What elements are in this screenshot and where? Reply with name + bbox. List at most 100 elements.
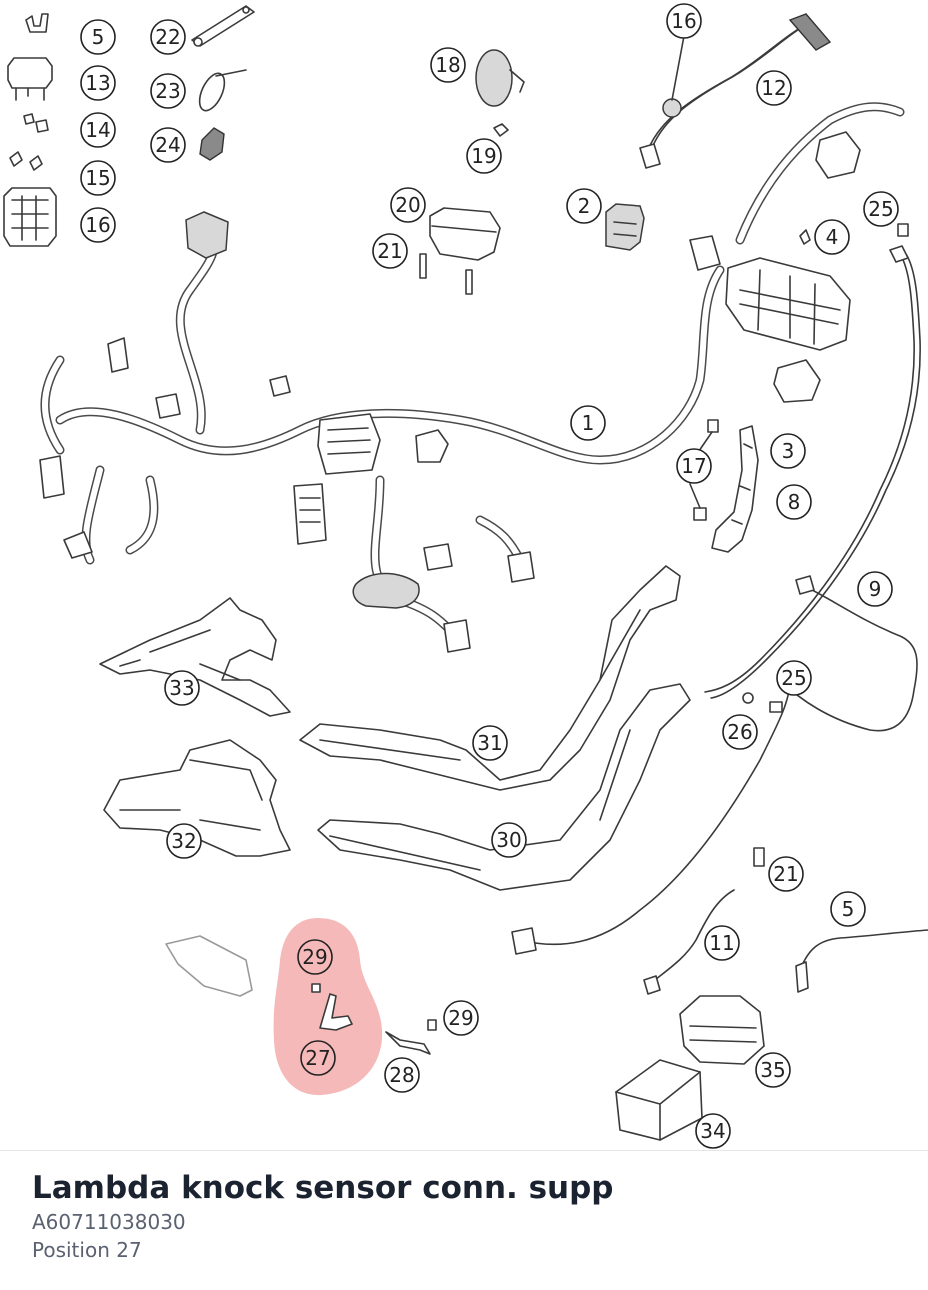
nut-part-19	[493, 123, 509, 137]
cable-guide-part-31	[299, 565, 681, 791]
svg-text:1: 1	[582, 411, 595, 435]
callout-22: 22	[150, 19, 186, 55]
callout-6: 5	[80, 19, 116, 55]
part-title: Lambda knock sensor conn. supp	[32, 1170, 614, 1206]
clip-part-6	[25, 13, 49, 33]
divider	[0, 1150, 928, 1151]
svg-text:12: 12	[761, 76, 786, 100]
screw-part-21-lower	[753, 847, 765, 867]
cable-part-11	[643, 889, 735, 995]
callout-12: 13	[80, 65, 116, 101]
battery-tray-part-32	[103, 739, 291, 857]
svg-text:16: 16	[85, 213, 110, 237]
svg-text:20: 20	[395, 193, 420, 217]
svg-text:8: 8	[788, 490, 801, 514]
callout-24: 24	[150, 127, 186, 163]
callout-3: 3	[770, 433, 806, 469]
callout-27-highlighted[interactable]: 27	[300, 1040, 336, 1076]
fuse-part-14	[9, 151, 43, 171]
holder-part-28	[385, 1031, 431, 1055]
bracket-part-22	[191, 5, 255, 47]
part-position: Position 27	[32, 1238, 142, 1262]
svg-text:19: 19	[471, 144, 496, 168]
clip-part-24	[199, 127, 225, 161]
svg-text:30: 30	[496, 828, 521, 852]
grommet-part-13	[23, 113, 49, 133]
callout-18: 18	[430, 47, 466, 83]
svg-text:5: 5	[842, 897, 855, 921]
screw-part-29-a	[311, 983, 321, 993]
callout-28: 28	[384, 1057, 420, 1093]
callout-30: 30	[491, 822, 527, 858]
ecu-part-34	[615, 1059, 703, 1141]
callout-5: 5	[830, 891, 866, 927]
callout-10: 12	[756, 70, 792, 106]
svg-text:26: 26	[727, 720, 752, 744]
svg-text:21: 21	[377, 239, 402, 263]
svg-text:4: 4	[826, 225, 839, 249]
fuse-box-right	[689, 235, 851, 403]
callout-23: 23	[150, 73, 186, 109]
connector-holder-lower-left	[165, 935, 253, 997]
callout-25-top: 25	[863, 191, 899, 227]
svg-text:25: 25	[868, 197, 893, 221]
callout-29: 29	[443, 1000, 479, 1036]
svg-text:29: 29	[448, 1006, 473, 1030]
svg-text:22: 22	[155, 25, 180, 49]
bracket-part-3-8	[711, 425, 759, 553]
cover-part-12	[7, 57, 53, 101]
cable-part-5	[795, 929, 928, 993]
cable-long-lower	[511, 679, 791, 955]
callout-20: 20	[390, 187, 426, 223]
svg-text:23: 23	[155, 79, 180, 103]
svg-text:14: 14	[85, 118, 110, 142]
callout-4: 4	[814, 219, 850, 255]
screw-part-17	[689, 419, 719, 521]
callout-34: 34	[695, 1113, 731, 1149]
svg-text:17: 17	[681, 454, 706, 478]
callout-13: 14	[80, 112, 116, 148]
callout-32: 32	[166, 823, 202, 859]
callout-29-highlighted: 29	[297, 939, 333, 975]
clip-part-4	[799, 229, 811, 245]
callout-26: 26	[722, 714, 758, 750]
callout-11: 11	[704, 925, 740, 961]
svg-text:29: 29	[302, 945, 327, 969]
relay-box-part-15	[3, 187, 57, 247]
part-number: A60711038030	[32, 1210, 186, 1234]
callout-15: 16	[80, 207, 116, 243]
svg-text:33: 33	[169, 676, 194, 700]
svg-text:25: 25	[781, 666, 806, 690]
screw-part-21	[419, 253, 473, 295]
svg-text:34: 34	[700, 1119, 725, 1143]
callout-25-mid: 25	[776, 660, 812, 696]
svg-text:3: 3	[782, 439, 795, 463]
main-wiring-harness-part-1	[39, 211, 725, 653]
svg-text:28: 28	[389, 1063, 414, 1087]
callout-21-lower: 21	[768, 856, 804, 892]
callout-16: 16	[666, 3, 702, 39]
svg-text:35: 35	[760, 1058, 785, 1082]
callout-31: 31	[472, 725, 508, 761]
callout-33: 33	[164, 670, 200, 706]
svg-text:31: 31	[477, 731, 502, 755]
callout-35: 35	[755, 1052, 791, 1088]
callout-2: 2	[566, 188, 602, 224]
exploded-parts-diagram: 5 13 14 15 16 22 23 24 18 19 16 12 20 21…	[3, 3, 928, 1149]
svg-text:21: 21	[773, 862, 798, 886]
svg-text:16: 16	[671, 9, 696, 33]
bracket-part-33	[99, 597, 291, 717]
callout-9: 9	[857, 571, 893, 607]
cable-guide-part-30	[317, 683, 691, 891]
connector-part-35	[679, 995, 765, 1065]
leader-16	[671, 35, 685, 101]
cable-part-right	[704, 102, 921, 699]
svg-text:5: 5	[92, 25, 105, 49]
svg-text:11: 11	[709, 931, 734, 955]
washer-part-26	[742, 692, 754, 704]
svg-text:27: 27	[305, 1046, 330, 1070]
horn-part-18	[475, 49, 525, 107]
svg-text:18: 18	[435, 53, 460, 77]
callout-8: 8	[776, 484, 812, 520]
screw-part-25-top	[897, 223, 909, 237]
